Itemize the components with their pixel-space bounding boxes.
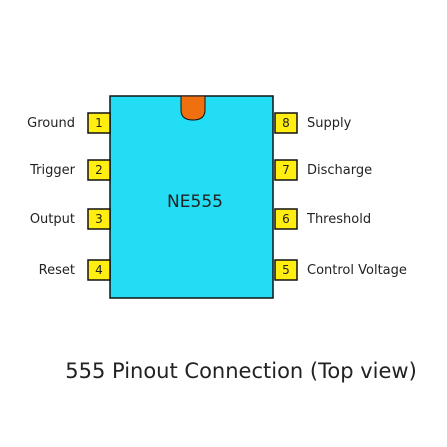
pin-4 — [87, 259, 111, 281]
pin-number: 6 — [282, 212, 290, 226]
pin-1 — [87, 112, 111, 134]
pin-label-threshold: Threshold — [306, 212, 371, 227]
pin-label-supply: Supply — [307, 116, 352, 131]
pin-number: 7 — [282, 163, 290, 177]
pin-label-reset: Reset — [39, 263, 75, 278]
chip-body — [109, 95, 274, 299]
chip-notch — [180, 95, 206, 121]
pin-number: 4 — [95, 263, 103, 277]
diagram-caption: 555 Pinout Connection (Top view) — [65, 359, 417, 383]
pin-number: 2 — [95, 163, 103, 177]
pin-5 — [274, 259, 298, 281]
pin-number: 3 — [95, 212, 103, 226]
pin-label-control-voltage: Control Voltage — [307, 263, 407, 278]
pin-label-ground: Ground — [27, 116, 75, 131]
pin-label-output: Output — [30, 212, 75, 227]
pin-number: 1 — [95, 116, 103, 130]
chip-name: NE555 — [167, 192, 223, 212]
pin-3 — [87, 208, 111, 230]
pin-8 — [274, 112, 298, 134]
pin-number: 8 — [282, 116, 290, 130]
pin-label-trigger: Trigger — [29, 163, 75, 178]
pin-number: 5 — [282, 263, 290, 277]
pin-6 — [274, 208, 298, 230]
pin-2 — [87, 159, 111, 181]
pin-label-discharge: Discharge — [307, 163, 372, 178]
pin-7 — [274, 159, 298, 181]
